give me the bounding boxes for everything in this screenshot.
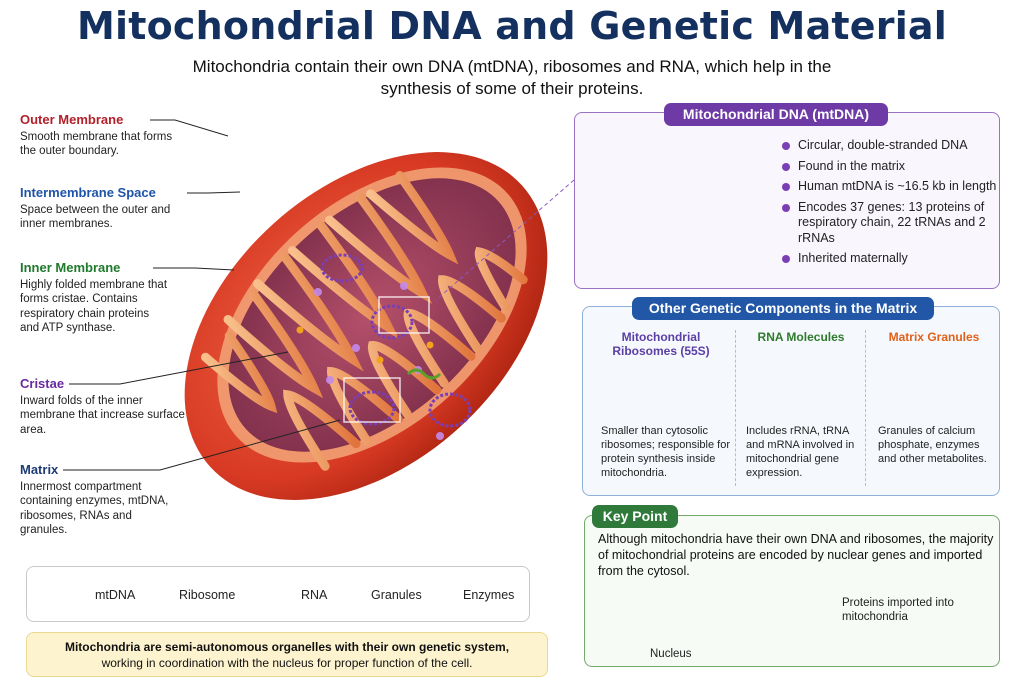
matrix-granules-heading: Matrix Granules [888,330,980,344]
legend-label: RNA [301,588,328,602]
label-heading: Outer Membrane [20,112,124,127]
other-components-box [582,306,1000,496]
legend-item-granules: Granules [365,567,422,623]
label-text: Innermost compartment containing enzymes… [20,480,169,537]
list-item: Human mtDNA is ~16.5 kb in length [780,179,1005,195]
import-label: Proteins imported into mitochondria [842,597,954,623]
ribosomes-text: Smaller than cytosolic ribosomes; respon… [601,425,731,479]
label-inner-membrane: Inner Membrane Highly folded membrane th… [20,260,170,336]
nucleus-label: Nucleus [650,648,692,660]
key-point-box [584,515,1000,667]
column-divider [865,330,866,486]
label-text: Inward folds of the inner membrane that … [20,394,185,436]
list-item: Circular, double-stranded DNA [780,138,1005,154]
mtdna-facts-list: Circular, double-stranded DNA Found in t… [780,138,1005,272]
legend-item-rna: RNA [295,567,327,623]
key-point-heading: Key Point [592,505,678,528]
mtdna-box-heading: Mitochondrial DNA (mtDNA) [664,103,888,126]
list-item: Found in the matrix [780,159,1005,175]
label-text: Smooth membrane that forms the outer bou… [20,130,173,158]
list-item: Inherited maternally [780,251,1005,267]
other-components-heading: Other Genetic Components in the Matrix [632,297,934,320]
note-rest: working in coordination with the nucleus… [101,656,473,670]
legend-label: Ribosome [179,588,236,602]
label-heading: Inner Membrane [20,260,121,275]
summary-note: Mitochondria are semi-autonomous organel… [26,632,548,677]
legend: mtDNA Ribosome RNA Granules Enzymes [26,566,530,622]
legend-label: mtDNA [95,588,136,602]
rna-molecules-text: Includes rRNA, tRNA and mRNA involved in… [746,425,855,479]
label-text: Space between the outer and inner membra… [20,203,171,231]
legend-item-ribosome: Ribosome [173,567,235,623]
label-cristae: Cristae Inward folds of the inner membra… [20,376,190,437]
legend-label: Granules [371,588,422,602]
label-heading: Intermembrane Space [20,185,156,200]
matrix-granules-text: Granules of calcium phosphate, enzymes a… [878,425,987,465]
page-title: Mitochondrial DNA and Genetic Material [77,4,947,48]
label-text: Highly folded membrane that forms crista… [20,278,168,335]
note-bold: Mitochondria are semi-autonomous organel… [64,640,510,654]
list-item: Encodes 37 genes: 13 proteins of respira… [780,200,1005,247]
mitochondrion-body [184,152,548,500]
label-heading: Cristae [20,376,65,391]
key-point-text: Although mitochondria have their own DNA… [598,532,994,578]
label-outer-membrane: Outer Membrane Smooth membrane that form… [20,112,190,159]
legend-item-enzymes: Enzymes [457,567,514,623]
legend-label: Enzymes [463,588,515,602]
rna-molecules-heading: RNA Molecules [757,330,845,344]
label-intermembrane-space: Intermembrane Space Space between the ou… [20,185,190,232]
label-matrix: Matrix Innermost compartment containing … [20,462,170,538]
legend-item-mtdna: mtDNA [89,567,135,623]
ribosomes-heading: Mitochondrial Ribosomes (55S) [612,330,710,358]
page-subtitle: Mitochondria contain their own DNA (mtDN… [192,57,832,98]
column-divider [735,330,736,486]
label-heading: Matrix [20,462,59,477]
